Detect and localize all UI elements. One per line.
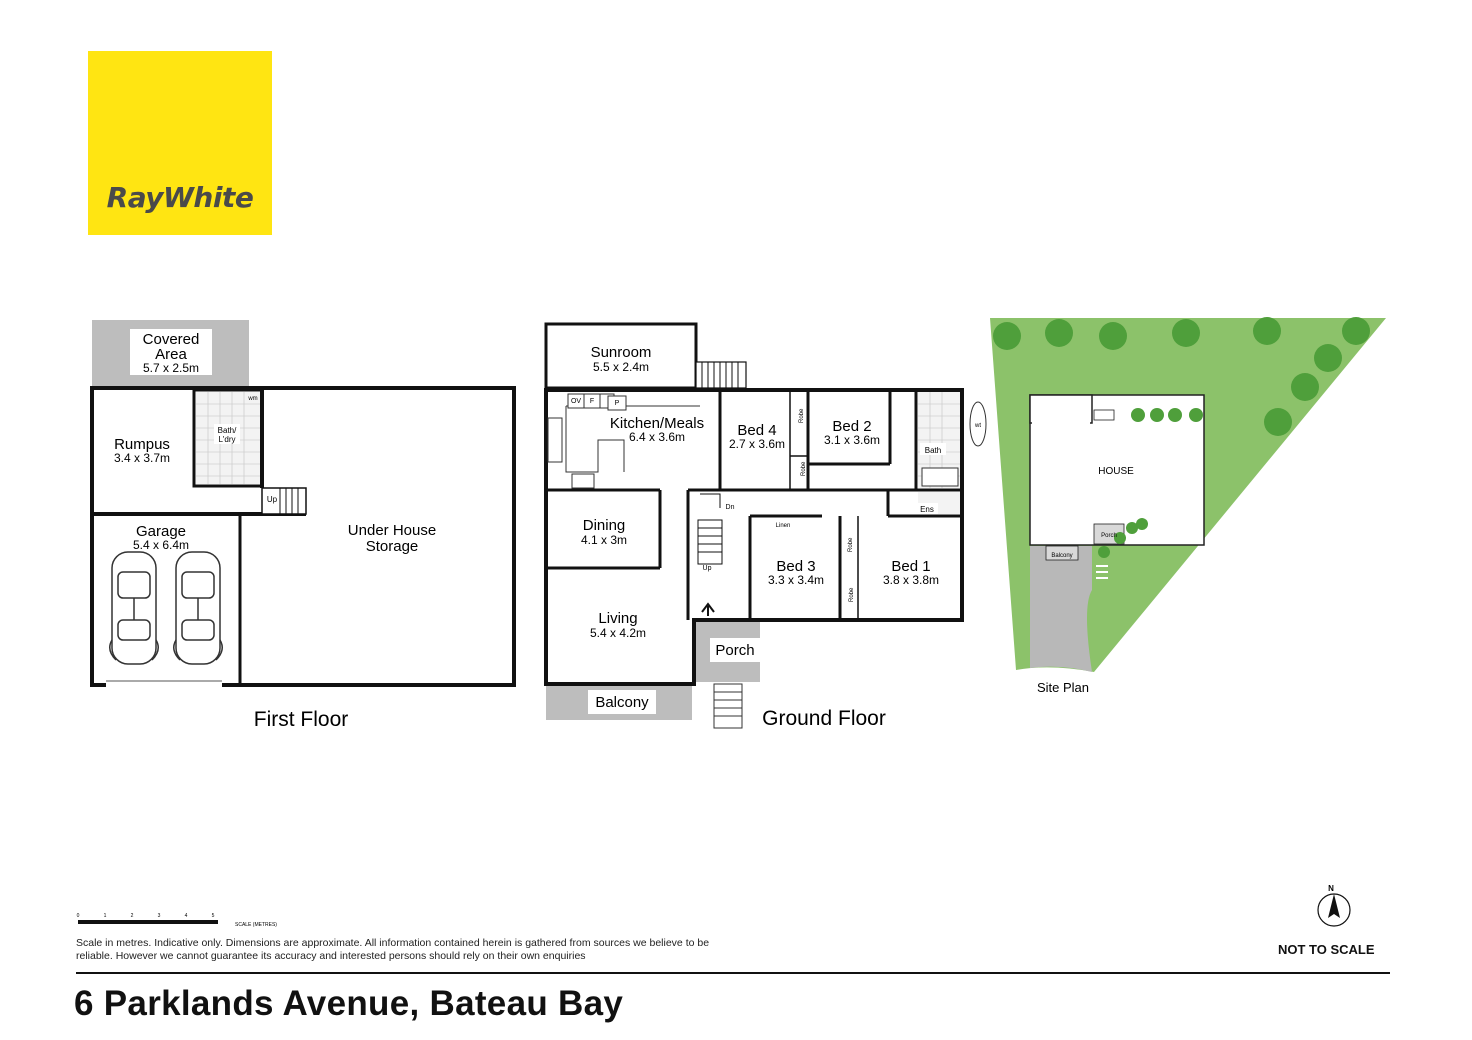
ground-floor-outer-wall <box>544 388 964 686</box>
room-name: Porch <box>715 642 754 659</box>
room-name: Ens <box>920 505 934 514</box>
room-name: Bath/ <box>218 426 237 435</box>
first-floor-stairs <box>261 487 307 515</box>
fixture-label: Robe <box>799 408 805 423</box>
stairs-label: Up <box>703 565 712 572</box>
cooktop-icon <box>571 473 595 489</box>
scale-tick: 5 <box>212 913 215 919</box>
car-icon <box>109 551 159 665</box>
room-name: Under House <box>348 522 436 539</box>
room-name: Sunroom <box>591 344 652 361</box>
room-name: Area <box>155 346 187 363</box>
stairs-label: Dn <box>726 504 735 511</box>
room-name: Rumpus <box>114 436 170 453</box>
room-name: Bath <box>925 446 941 455</box>
scale-tick: 0 <box>77 913 80 919</box>
site-porch-label: Porch <box>1101 533 1117 539</box>
fixture-label: Robe <box>801 461 807 476</box>
tree-icon <box>993 317 1370 558</box>
room-name: Garage <box>136 523 186 540</box>
scale-tick: 4 <box>185 913 188 919</box>
scale-bar: 0 1 2 3 4 5 SCALE (METRES) <box>77 913 278 928</box>
room-dims: 3.4 x 3.7m <box>114 451 170 465</box>
bathtub-icon <box>921 467 959 487</box>
room-dims: 6.4 x 3.6m <box>629 430 685 444</box>
fixture-label: F <box>590 398 594 405</box>
car-icon <box>173 551 223 665</box>
room-dims: 3.3 x 3.4m <box>768 573 824 587</box>
room-dims: 5.5 x 2.4m <box>593 360 649 374</box>
scale-tick: 2 <box>131 913 134 919</box>
compass-icon: N <box>1317 884 1351 927</box>
room-name: Bed 1 <box>891 558 930 575</box>
room-name: L'dry <box>218 435 235 444</box>
disclaimer-text: Scale in metres. Indicative only. Dimens… <box>76 937 710 962</box>
compass-north: N <box>1328 884 1334 893</box>
site-house-label: HOUSE <box>1098 466 1134 477</box>
room-dims: 4.1 x 3m <box>581 533 627 547</box>
site-balcony <box>1045 545 1079 561</box>
porch-label-box <box>710 638 760 662</box>
room-dims: 3.1 x 3.6m <box>824 433 880 447</box>
scale-tick: 3 <box>158 913 161 919</box>
fixture-label: wm <box>247 396 257 402</box>
room-name: Storage <box>366 538 419 555</box>
first-floor-plan: Covered Area 5.7 x 2.5m Rumpus 3.4 x 3.7… <box>90 320 516 731</box>
fixture-label: OV <box>571 398 581 405</box>
driveway <box>1030 546 1092 672</box>
logo-wordmark: RayWhite <box>106 181 254 214</box>
room-name: Living <box>598 610 637 627</box>
site-balcony-label: Balcony <box>1051 553 1072 559</box>
ray-white-logo: RayWhite <box>88 51 272 235</box>
room-dims: 2.7 x 3.6m <box>729 437 785 451</box>
room-name: Balcony <box>595 694 649 711</box>
room-name: Covered <box>143 331 200 348</box>
room-name: Kitchen/Meals <box>610 415 704 432</box>
stairs-label: Up <box>267 495 278 504</box>
room-name: Bed 2 <box>832 418 871 435</box>
room-name: Dining <box>583 517 626 534</box>
divider <box>76 972 1390 974</box>
room-dims: 5.4 x 6.4m <box>133 538 189 552</box>
fixture-label: Robe <box>849 587 855 602</box>
room-name: Bed 4 <box>737 422 776 439</box>
room-name: Bed 3 <box>776 558 815 575</box>
room-dims: 5.7 x 2.5m <box>143 361 199 375</box>
room-dims: 5.4 x 4.2m <box>590 626 646 640</box>
property-address: 6 Parklands Avenue, Bateau Bay <box>74 984 624 1023</box>
ground-floor-plan: Sunroom 5.5 x 2.4m Kitchen/Meals 6.4 x 3… <box>544 322 987 730</box>
first-floor-outer-wall <box>90 386 516 687</box>
fixture-label: wt <box>974 423 981 429</box>
entry-arrow-icon <box>701 602 715 616</box>
covered-area-label-box <box>130 329 212 375</box>
fixture-label: P <box>615 400 620 407</box>
fixture-label: Linen <box>776 523 791 529</box>
floor-title: Ground Floor <box>762 707 886 730</box>
scale-tick: 1 <box>104 913 107 919</box>
interior-stairs <box>697 519 723 565</box>
not-to-scale-label: NOT TO SCALE <box>1278 942 1375 957</box>
floor-title: First Floor <box>254 708 349 731</box>
balcony-label-box <box>588 690 656 714</box>
bath-label-box <box>214 424 240 444</box>
room-dims: 3.8 x 3.8m <box>883 573 939 587</box>
site-plan: HOUSE Porch Balcony Site Plan <box>990 317 1386 695</box>
fixture-label: Robe <box>848 537 854 552</box>
porch-steps <box>713 683 743 729</box>
site-plan-title: Site Plan <box>1037 680 1089 695</box>
sink-icon <box>547 417 563 463</box>
scale-caption: SCALE (METRES) <box>235 922 277 928</box>
water-tank-icon <box>969 401 987 447</box>
